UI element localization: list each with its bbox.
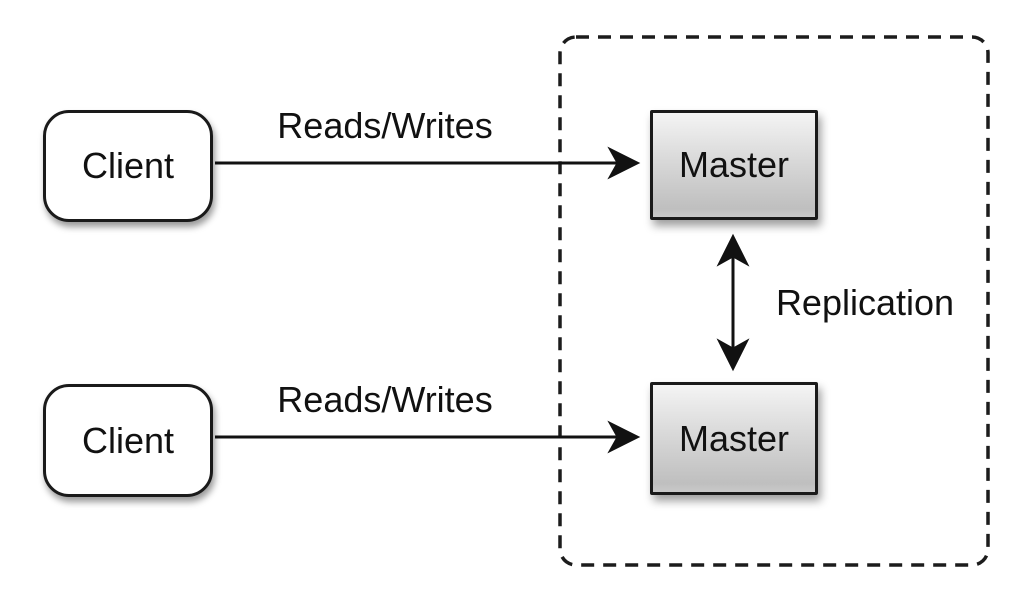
reads-writes-label-bottom: Reads/Writes xyxy=(277,379,493,420)
client-node-top-label: Client xyxy=(81,145,175,186)
client-node-bottom-label: Client xyxy=(81,419,175,461)
master-node-top-label: Master xyxy=(678,144,790,185)
master-node-bottom: Master xyxy=(650,382,818,495)
client-node-top: Client xyxy=(43,110,213,222)
reads-writes-label-top: Reads/Writes xyxy=(277,105,493,146)
master-node-top: Master xyxy=(650,110,818,220)
replication-boundary-dashed-box xyxy=(558,35,990,567)
replication-label: Replication xyxy=(775,282,955,323)
master-node-bottom-label: Master xyxy=(678,417,790,459)
client-node-bottom: Client xyxy=(43,384,213,497)
